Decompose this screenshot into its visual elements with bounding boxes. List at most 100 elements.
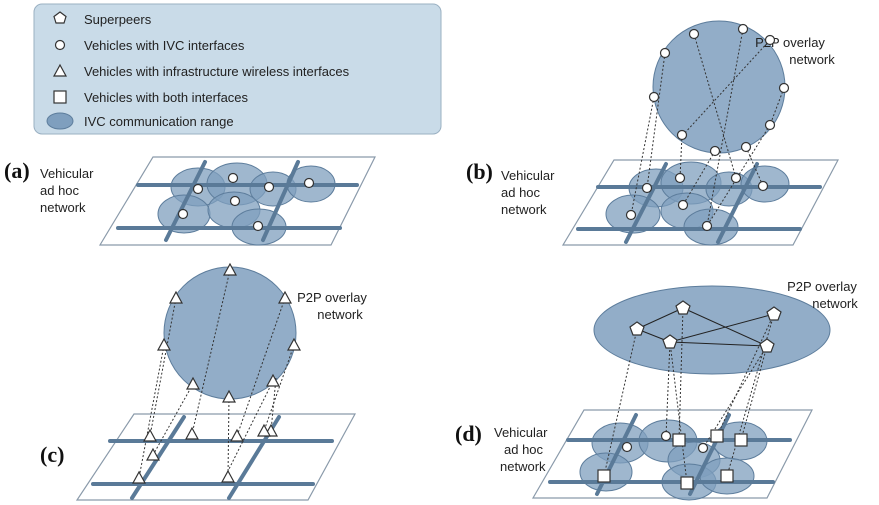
overlay-peer xyxy=(676,129,688,141)
panel-d-caption-3: network xyxy=(500,459,546,474)
overlay-link xyxy=(270,377,277,432)
ellipse-icon xyxy=(46,112,74,130)
ivc-ranges xyxy=(605,161,790,246)
panel-a: (a) Vehicular ad hoc network xyxy=(4,156,376,246)
pentagon-icon xyxy=(766,306,782,321)
overlay-peer xyxy=(168,290,184,304)
vehicles-ivc xyxy=(177,172,315,232)
road xyxy=(261,160,300,242)
vehicle-ivc xyxy=(641,182,653,194)
panel-d-overlay-2: network xyxy=(812,296,858,311)
square-icon xyxy=(53,90,67,104)
roads xyxy=(576,162,822,244)
superpeer-link xyxy=(636,307,684,330)
overlay-link xyxy=(191,269,231,435)
vehicle-both xyxy=(680,476,694,490)
pentagon-icon xyxy=(662,334,678,349)
overlay-link xyxy=(646,52,666,189)
legend-label-ivc: Vehicles with IVC interfaces xyxy=(84,38,245,53)
overlay-link xyxy=(716,313,775,437)
vehicle-infra xyxy=(131,470,147,484)
vehicle-infra xyxy=(145,447,161,461)
panel-b-caption-3: network xyxy=(501,202,547,217)
overlay-peers xyxy=(156,262,302,403)
overlay-peer xyxy=(222,262,238,276)
superpeers xyxy=(629,300,782,353)
panel-d-caption-2: ad hoc xyxy=(504,442,544,457)
road xyxy=(624,162,668,244)
overlay-peer xyxy=(709,145,721,157)
vehicle-ivc xyxy=(227,172,239,184)
overlay-peer xyxy=(185,376,201,390)
overlay-link xyxy=(263,344,295,432)
road-grid-plane xyxy=(75,413,357,501)
vehicles-both xyxy=(597,429,748,490)
overlay-links xyxy=(630,28,785,227)
vehicle-ivc xyxy=(621,441,633,453)
vehicle-infra xyxy=(220,469,236,483)
overlay-link xyxy=(630,96,655,216)
overlay-peers xyxy=(648,23,790,157)
overlay-peer xyxy=(778,82,790,94)
road xyxy=(716,162,759,244)
vehicle-infra xyxy=(142,428,158,442)
ivc-ranges xyxy=(579,419,768,501)
panel-d-caption-1: Vehicular xyxy=(494,425,548,440)
panel-c-letter: (c) xyxy=(40,442,64,467)
vehicle-both xyxy=(597,469,611,483)
overlay-link xyxy=(740,345,768,441)
overlay-link xyxy=(152,383,194,456)
legend-box xyxy=(33,3,442,135)
overlay-link xyxy=(227,396,230,478)
overlay-peer xyxy=(764,119,776,131)
road xyxy=(164,160,207,242)
overlay-peer xyxy=(688,28,700,40)
legend-label-infra: Vehicles with infrastructure wireless in… xyxy=(84,64,350,79)
overlay-peer xyxy=(277,290,293,304)
legend-label-range: IVC communication range xyxy=(84,114,234,129)
overlay-peer xyxy=(659,47,671,59)
overlay-link xyxy=(693,33,737,179)
legend-label-both: Vehicles with both interfaces xyxy=(84,90,249,105)
pentagon-icon xyxy=(675,300,691,315)
panel-a-caption-2: ad hoc xyxy=(40,183,80,198)
legend-label-superpeers: Superpeers xyxy=(84,12,152,27)
superpeer-link xyxy=(669,341,768,347)
overlay-peer xyxy=(648,91,660,103)
panel-c: (c) P2P overlay network xyxy=(40,262,367,501)
panel-a-letter: (a) xyxy=(4,158,30,183)
overlay-link xyxy=(149,297,177,437)
overlay-link xyxy=(236,297,286,437)
vehicles-ivc xyxy=(625,172,769,232)
vehicle-infra xyxy=(256,423,272,437)
overlay-peer xyxy=(764,34,776,46)
panel-c-overlay-1: P2P overlay xyxy=(297,290,367,305)
overlay-peer xyxy=(740,141,752,153)
overlay-link xyxy=(706,28,744,227)
panel-b-caption-1: Vehicular xyxy=(501,168,555,183)
overlay-link xyxy=(769,87,785,126)
overlay-peer xyxy=(737,23,749,35)
road xyxy=(688,413,731,496)
vehicle-ivc xyxy=(677,199,689,211)
vehicle-both xyxy=(720,469,734,483)
overlay-peer xyxy=(156,337,172,351)
panel-b-letter: (b) xyxy=(466,159,493,184)
pentagon-icon xyxy=(759,338,775,353)
overlay-link xyxy=(679,134,683,179)
overlay-link xyxy=(138,344,165,479)
overlay-links xyxy=(138,269,295,479)
overlay-link xyxy=(682,39,771,136)
vehicle-ivc xyxy=(192,183,204,195)
overlay-peer xyxy=(265,373,281,387)
vehicle-ivc xyxy=(660,430,672,442)
vehicles-ivc xyxy=(621,430,709,454)
vehicle-ivc xyxy=(303,177,315,189)
pentagon-icon xyxy=(53,11,67,24)
panel-b-caption-2: ad hoc xyxy=(501,185,541,200)
pentagon-icon xyxy=(629,321,645,336)
overlay-link xyxy=(682,150,716,206)
overlay-link xyxy=(603,328,638,477)
triangle-icon xyxy=(52,63,68,77)
